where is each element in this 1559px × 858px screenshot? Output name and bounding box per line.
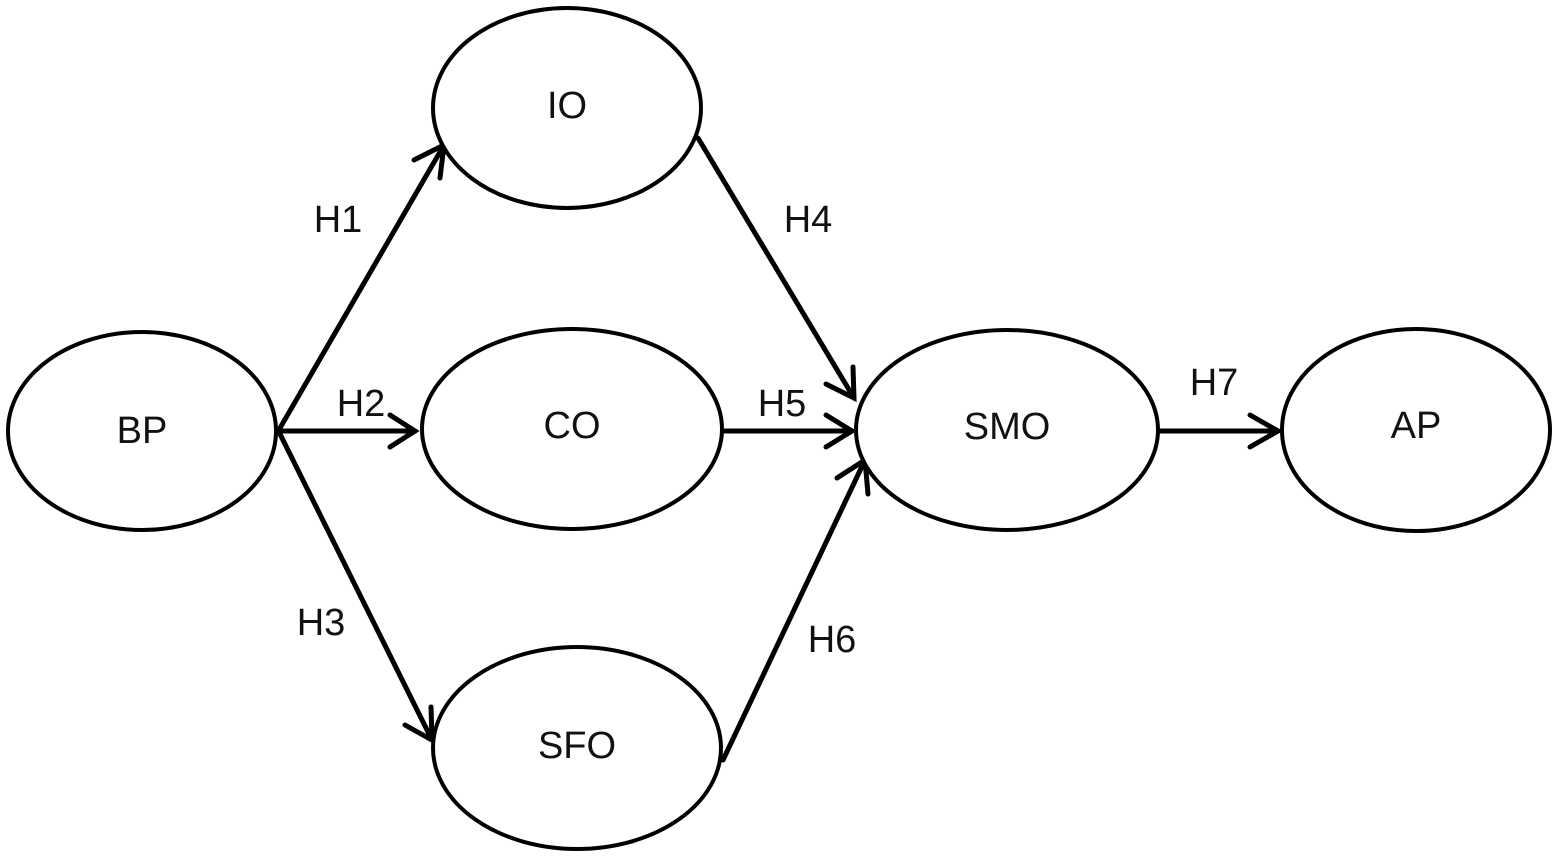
node-io-ellipse — [431, 6, 703, 210]
node-ap-label: AP — [1391, 405, 1442, 447]
node-io: IO — [431, 6, 703, 210]
edge-bp-sfo — [277, 431, 435, 745]
node-bp-ellipse — [6, 330, 278, 532]
edge-label-h3: H3 — [297, 602, 346, 644]
node-sfo: SFO — [431, 645, 723, 851]
node-bp: BP — [6, 330, 278, 532]
edge-label-h7: H7 — [1190, 362, 1239, 404]
node-co-label: CO — [544, 405, 601, 447]
edge-smo-ap — [1155, 412, 1284, 450]
node-co: CO — [420, 327, 724, 531]
edge-label-h2: H2 — [337, 383, 386, 425]
edge-labels: H1 H2 H3 H4 H5 H6 H7 — [297, 199, 1239, 661]
node-sfo-ellipse — [431, 645, 723, 851]
edge-sfo-smo — [720, 455, 871, 763]
node-io-label: IO — [547, 85, 587, 127]
node-ap: AP — [1280, 327, 1552, 533]
edge-co-smo — [722, 412, 857, 450]
node-co-ellipse — [420, 327, 724, 531]
edge-io-smo — [695, 135, 857, 403]
node-ap-ellipse — [1280, 327, 1552, 533]
edge-bp-co — [277, 412, 420, 450]
edge-label-h6: H6 — [808, 619, 857, 661]
node-smo: SMO — [854, 328, 1160, 532]
node-bp-label: BP — [117, 410, 168, 452]
edge-label-h5: H5 — [758, 383, 807, 425]
edges — [277, 135, 1284, 763]
node-smo-label: SMO — [964, 406, 1051, 448]
edge-label-h4: H4 — [784, 199, 833, 241]
nodes: BP IO CO SFO SMO AP — [6, 6, 1552, 851]
node-sfo-label: SFO — [538, 725, 616, 767]
edge-label-h1: H1 — [314, 199, 363, 241]
node-smo-ellipse — [854, 328, 1160, 532]
